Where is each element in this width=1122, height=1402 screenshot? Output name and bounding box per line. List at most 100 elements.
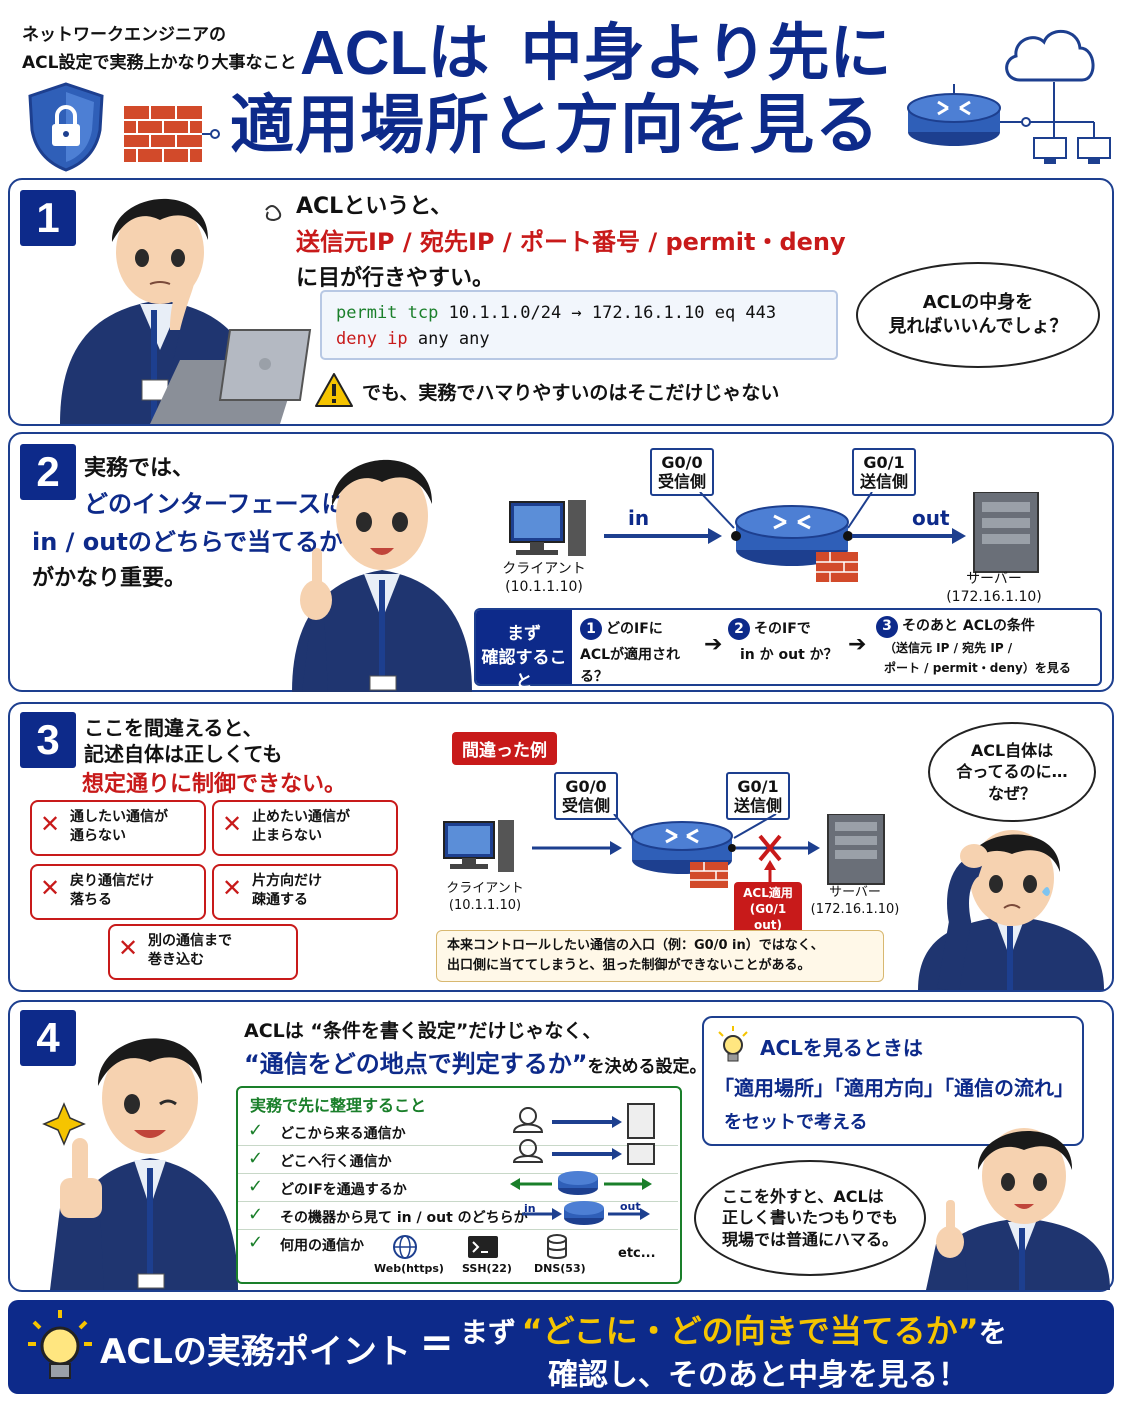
- acl-applied-b: (G0/1 out): [749, 902, 787, 932]
- bubble-3-line-2: 合ってるのに…: [956, 762, 1068, 782]
- tag-g00-role: 受信側: [658, 472, 707, 492]
- warning-icon: [315, 373, 353, 407]
- checklist-row-1: ✓どこから来る通信か: [238, 1118, 678, 1146]
- check-icon: ✓: [248, 1232, 264, 1253]
- server-ip: (172.16.1.10): [946, 589, 1042, 605]
- service-web: Web(https): [374, 1262, 444, 1275]
- section-4-line-2: “通信をどの地点で判定するか”を決める設定。: [244, 1044, 707, 1079]
- wrong-example-badge: 間違った例: [452, 732, 557, 765]
- advising-engineer-illustration: [926, 1128, 1110, 1290]
- section-1: 1 ACLというと、 送信元IP / 宛先IP / ポート番号 / permit…: [8, 178, 1114, 426]
- network-router-icon: [907, 82, 1111, 164]
- client-caption: クライアント (10.1.1.10): [490, 560, 598, 596]
- note-line-2: 出口側に当ててしまうと、狙った制御ができないことがある。: [447, 958, 811, 973]
- footer-line-1-b: “どこに・どの向きで当てるか”: [521, 1312, 979, 1350]
- tag-g00-wrong-role: 受信側: [562, 796, 611, 816]
- confirm-label-a: まず: [507, 624, 541, 644]
- checklist-row-4: ✓その機器から見て in / out のどちらか: [238, 1202, 678, 1230]
- header: ネットワークエンジニアの ACL設定で実務上かなり大事なこと ACLは 中身より…: [0, 0, 1122, 172]
- client-ip: (10.1.1.10): [505, 579, 583, 595]
- step-arrow-2: ➔: [848, 632, 867, 657]
- confirm-label: まず 確認すること: [476, 610, 572, 692]
- tip-title: ACLを見るときは: [760, 1036, 923, 1060]
- step-2-num: 2: [728, 618, 750, 640]
- header-subtitle-1: ネットワークエンジニアの: [22, 25, 226, 45]
- cloud-icon: [1005, 29, 1095, 82]
- step-3-c: ポート / permit・deny）を見る: [884, 661, 1071, 675]
- card-4-b: 疎通する: [252, 891, 308, 908]
- section-3-line-1: ここを間違えると、: [84, 716, 263, 740]
- section-4-speech-bubble: ここを外すと、ACLは 正しく書いたつもりでも 現場では普通にハマる。: [694, 1160, 926, 1276]
- acl-applied-a: ACL適用: [743, 886, 793, 900]
- code-permit-keyword: permit tcp: [336, 303, 439, 323]
- section-1-warning: でも、実務でハマりやすいのはそこだけじゃない: [362, 382, 780, 404]
- cross-icon: ✕: [118, 934, 139, 962]
- tag-g01-role: 送信側: [860, 472, 909, 492]
- header-title-1: ACLは 中身より先に: [300, 18, 891, 90]
- server-icon: [973, 492, 1039, 573]
- tag-g00-wrong: G0/0 受信側: [554, 772, 619, 821]
- step-1-b: ACLが適用される？: [580, 647, 681, 685]
- confirm-label-b: 確認すること: [481, 648, 567, 692]
- section-2-line-2: どのインターフェースに: [84, 490, 346, 518]
- header-title-body: 中身より先に: [520, 19, 892, 88]
- user-icon: [512, 1107, 544, 1133]
- section-4: 4 ACLは “条件を書く設定”だけじゃなく、 “通信をどの地点で判定するか”を…: [8, 1000, 1114, 1292]
- footer-equals: =: [420, 1320, 454, 1366]
- section-1-thought-bubble: ACLの中身を 見ればいいんでしょ？: [856, 262, 1100, 368]
- card-4-a: 片方向だけ: [252, 873, 322, 889]
- server-ip-wrong: (172.16.1.10): [810, 902, 900, 917]
- problem-card-3: ✕ 戻り通信だけ 落ちる: [30, 864, 206, 920]
- card-1-b: 通らない: [70, 827, 126, 844]
- section-2-line-1: 実務では、: [84, 456, 195, 481]
- tag-g01-wrong-name: G0/1: [737, 777, 779, 796]
- checklist-out-label: out: [620, 1200, 641, 1213]
- client-name-wrong: クライアント: [446, 881, 524, 896]
- section-2-line-3: in / outのどちらで当てるか: [32, 528, 344, 556]
- step-2-a: そのIFで: [754, 621, 811, 637]
- client-caption-wrong: クライアント (10.1.1.10): [430, 880, 540, 914]
- check-icon: ✓: [248, 1148, 264, 1169]
- code-line-2: deny ip any any: [336, 326, 822, 352]
- header-title-2: 適用場所と方向を見る: [230, 89, 880, 163]
- cross-icon: ✕: [222, 810, 243, 838]
- footer-banner: ACLの実務ポイント = まず “どこに・どの向きで当てるか”を 確認し、そのあ…: [8, 1300, 1114, 1394]
- check-icon: ✓: [248, 1176, 264, 1197]
- checklist-item-5: 何用の通信か: [280, 1238, 364, 1254]
- footer-label: ACLの実務ポイント: [100, 1332, 411, 1372]
- check-icon: ✓: [248, 1120, 264, 1141]
- step-2-b: in か out か？: [740, 647, 838, 663]
- section-1-fields: 送信元IP / 宛先IP / ポート番号 / permit・deny: [296, 228, 846, 256]
- acl-code-block: permit tcp 10.1.1.0/24 → 172.16.1.10 eq …: [320, 290, 838, 360]
- footer-line-1: まず “どこに・どの向きで当てるか”を: [460, 1306, 1007, 1352]
- card-5-b: 巻き込む: [148, 951, 204, 968]
- card-5-a: 別の通信まで: [148, 933, 232, 949]
- router-icon: [731, 505, 858, 582]
- section-4-line-1: ACLは “条件を書く設定”だけじゃなく、: [244, 1020, 602, 1042]
- client-ip-wrong: (10.1.1.10): [448, 898, 522, 913]
- section-1-tendency: に目が行きやすい。: [296, 266, 495, 291]
- section-4-tail: を決める設定。: [587, 1057, 707, 1077]
- section-3-line-2: 記述自体は正しくても: [84, 742, 283, 766]
- thinking-engineer-illustration: [60, 198, 312, 424]
- service-ssh: SSH(22): [462, 1262, 512, 1275]
- step-1-num: 1: [580, 618, 602, 640]
- router-icon: [631, 821, 736, 888]
- card-3-a: 戻り通信だけ: [70, 873, 154, 889]
- section-3: 3 ここを間違えると、 記述自体は正しくても 想定通りに制御できない。 ✕ 通し…: [8, 702, 1114, 992]
- code-deny-keyword: deny ip: [336, 329, 408, 349]
- wrong-network-diagram: [443, 814, 885, 888]
- service-icons: Web(https) SSH(22) DNS(53) etc...: [368, 1234, 678, 1280]
- header-subtitle-2: ACL設定で実務上かなり大事なこと: [22, 53, 297, 73]
- tip-line-2: をセットで考える: [724, 1112, 868, 1133]
- section-3-thought-bubble: ACL自体は 合ってるのに… なぜ？: [928, 722, 1096, 822]
- step-3-a: そのあと ACLの条件: [902, 618, 1035, 634]
- step-arrow-1: ➔: [704, 632, 723, 657]
- database-icon: [547, 1234, 567, 1259]
- footer-lightbulb-icon: [28, 1310, 92, 1379]
- problem-card-5: ✕ 別の通信まで 巻き込む: [108, 924, 298, 980]
- check-icon: ✓: [248, 1204, 264, 1225]
- card-2-b: 止まらない: [252, 827, 322, 844]
